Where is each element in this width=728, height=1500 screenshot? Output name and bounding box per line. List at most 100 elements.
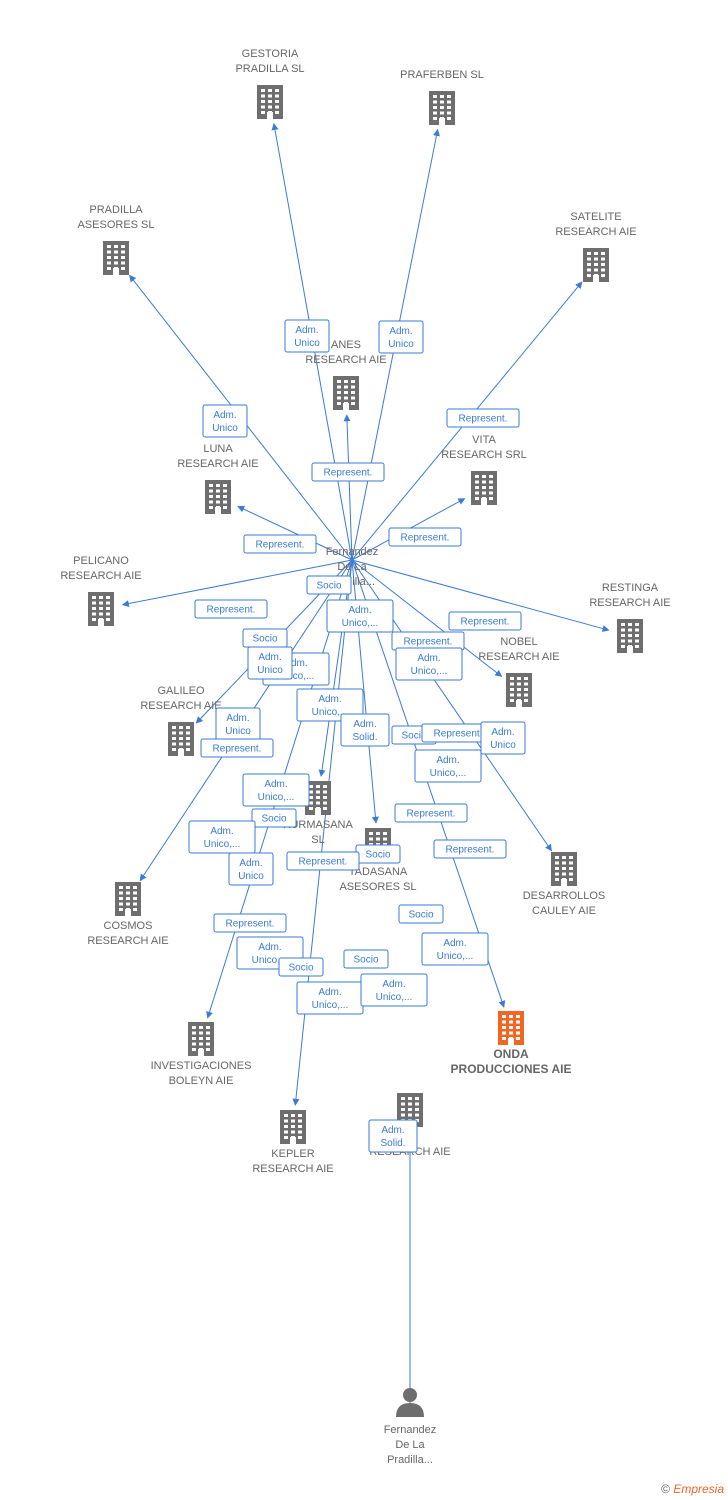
node-label-anes: RESEARCH AIE bbox=[305, 354, 386, 366]
edge-label-text: Unico,... bbox=[312, 1000, 349, 1011]
edge-label-33[interactable]: Socio bbox=[398, 904, 444, 924]
edge-label-6[interactable]: Represent. bbox=[243, 534, 317, 554]
edge-label-text: Unico,... bbox=[204, 839, 241, 850]
building-icon bbox=[429, 91, 455, 125]
edge-label-11[interactable]: Socio bbox=[242, 628, 288, 648]
edge-label-25[interactable]: Represent. bbox=[433, 839, 507, 859]
edge-label-26[interactable]: Socio bbox=[251, 808, 297, 828]
node-label-satelite: RESEARCH AIE bbox=[555, 226, 636, 238]
edge-label-text: Unico,... bbox=[278, 671, 315, 682]
empresia-logo[interactable]: Empresia bbox=[673, 1482, 724, 1496]
edge-label-text: Socio bbox=[261, 814, 286, 825]
edge-label-text: Adm. bbox=[210, 826, 233, 837]
building-icon bbox=[617, 619, 643, 653]
edge-label-37[interactable]: Socio bbox=[343, 949, 389, 969]
edge-label-30[interactable]: Adm.Unico bbox=[228, 852, 274, 886]
node-label-tadasana: ASESORES SL bbox=[339, 881, 416, 893]
building-icon bbox=[333, 376, 359, 410]
node-label-nobel: RESEARCH AIE bbox=[478, 651, 559, 663]
edge-label-24[interactable]: Adm.Unico,... bbox=[242, 773, 310, 807]
edge-label-1[interactable]: Adm.Unico bbox=[378, 320, 424, 354]
edge-label-text: Socio bbox=[353, 955, 378, 966]
edge-label-text: Represent. bbox=[256, 540, 305, 551]
building-icon bbox=[115, 882, 141, 916]
edge-fernandez_top-nobel bbox=[351, 559, 503, 677]
node-label-fernandez_bottom: Fernandez bbox=[384, 1424, 437, 1436]
edge-label-text: Adm. bbox=[381, 1125, 404, 1136]
node-praferben[interactable]: PRAFERBEN SL bbox=[400, 69, 484, 125]
edge-label-39[interactable]: Adm.Unico,... bbox=[360, 973, 428, 1007]
edge-label-15[interactable]: Adm.Unico bbox=[247, 646, 293, 680]
edge-label-35[interactable]: Adm.Unico,... bbox=[421, 932, 489, 966]
edge-label-13[interactable]: Adm.Unico,... bbox=[395, 647, 463, 681]
edge-label-text: Adm. bbox=[226, 713, 249, 724]
edge-label-text: Adm. bbox=[318, 694, 341, 705]
building-icon bbox=[168, 722, 194, 756]
edge-label-17[interactable]: Adm. Unico bbox=[215, 707, 261, 741]
edge-label-29[interactable]: Socio bbox=[355, 844, 401, 864]
edge-label-0[interactable]: Adm.Unico bbox=[284, 319, 330, 353]
edge-label-text: Adm. bbox=[318, 987, 341, 998]
edge-fernandez_top-kepler bbox=[292, 559, 353, 1106]
edge-label-23[interactable]: Adm.Unico,... bbox=[414, 749, 482, 783]
edge-label-4[interactable]: Represent. bbox=[311, 462, 385, 482]
edge-label-text: Adm. bbox=[348, 605, 371, 616]
edge-label-3[interactable]: Represent. bbox=[446, 408, 520, 428]
edge-label-5[interactable]: Represent. bbox=[388, 527, 462, 547]
edge-label-7[interactable]: Socio bbox=[306, 575, 352, 595]
edge-label-40[interactable]: Adm.Solid. bbox=[368, 1119, 418, 1153]
edge-label-text: Unico bbox=[225, 726, 251, 737]
edge-label-text: Represent. bbox=[461, 617, 510, 628]
edge-label-text: Unico,... bbox=[411, 666, 448, 677]
edge-label-text: Represent. bbox=[446, 845, 495, 856]
building-icon bbox=[551, 852, 577, 886]
edge-label-text: Adm. bbox=[264, 779, 287, 790]
node-label-cosmos: RESEARCH AIE bbox=[87, 935, 168, 947]
edge-label-10[interactable]: Represent. bbox=[448, 611, 522, 631]
edge-label-19[interactable]: Represent. bbox=[200, 738, 274, 758]
edge-label-18[interactable]: Adm.Solid. bbox=[340, 713, 390, 747]
edge-label-8[interactable]: Adm.Unico,... bbox=[326, 599, 394, 633]
node-label-galileo: RESEARCH AIE bbox=[140, 700, 221, 712]
edge-fernandez_top-anes bbox=[343, 414, 353, 561]
edge-label-38[interactable]: Adm. Unico,... bbox=[296, 981, 364, 1015]
edge-label-2[interactable]: Adm.Unico bbox=[202, 404, 248, 438]
edge-label-text: Adm. bbox=[443, 938, 466, 949]
node-label-fernandez_bottom: Pradilla... bbox=[387, 1454, 433, 1466]
edge-label-36[interactable]: Socio bbox=[278, 957, 324, 977]
edge-label-text: Represent. bbox=[207, 605, 256, 616]
edge-label-31[interactable]: Represent. bbox=[286, 851, 360, 871]
edge-label-text: Adm. bbox=[491, 727, 514, 738]
edge-label-text: Represent. bbox=[226, 919, 275, 930]
building-icon bbox=[471, 471, 497, 505]
edge-label-text: Represent. bbox=[401, 533, 450, 544]
edge-label-22[interactable]: Adm.Unico bbox=[480, 721, 526, 755]
edge-label-9[interactable]: Represent. bbox=[194, 599, 268, 619]
node-label-onda: PRODUCCIONES AIE bbox=[451, 1062, 572, 1076]
edge-label-28[interactable]: Adm. Unico,... bbox=[188, 820, 256, 854]
edge-label-16[interactable]: Adm.Unico,... bbox=[296, 688, 364, 722]
edge-label-27[interactable]: Represent. bbox=[394, 803, 468, 823]
edge-label-text: Adm. bbox=[258, 942, 281, 953]
edge-label-12[interactable]: Represent. bbox=[391, 631, 465, 651]
building-icon bbox=[103, 241, 129, 275]
edge-label-text: Socio bbox=[288, 963, 313, 974]
edge-label-32[interactable]: Represent. bbox=[213, 913, 287, 933]
